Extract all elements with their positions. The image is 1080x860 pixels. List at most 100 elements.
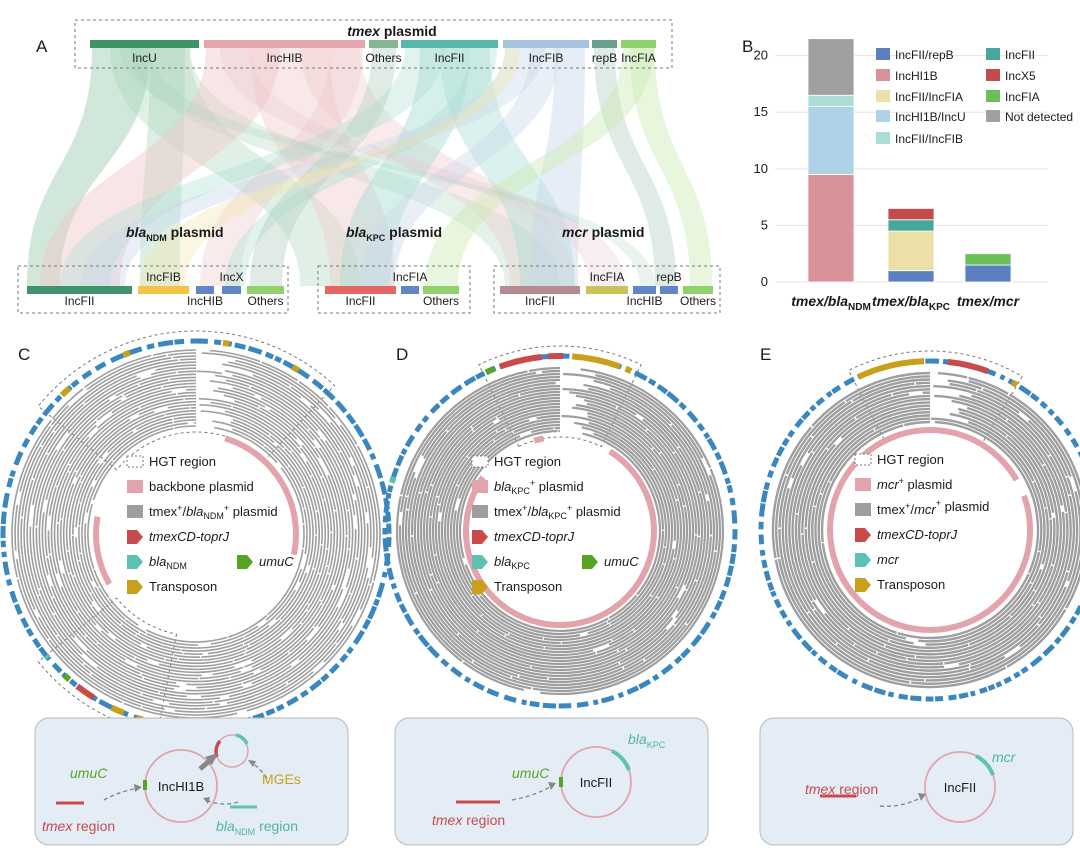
feature-gene-arc: [571, 353, 621, 370]
gray-ring-segment: [59, 519, 97, 626]
sankey-flow-ribbon: [425, 48, 654, 286]
gene-annotation-arc: [421, 414, 430, 424]
gene-annotation-arc: [860, 682, 874, 692]
gray-ring-segment: [242, 588, 344, 685]
legend-entry: mcr+ plasmid: [877, 476, 952, 492]
gray-ring-segment: [633, 448, 686, 631]
legend-swatch: [876, 48, 890, 60]
tmex-segment-label: IncHIB: [266, 51, 302, 65]
gray-ring-segment: [86, 354, 167, 391]
gene-annotation-arc: [767, 469, 775, 479]
gray-ring-segment: [774, 559, 1007, 689]
circular-plasmid-map-e: [758, 350, 1080, 702]
y-tick-label: 5: [761, 217, 768, 232]
gray-ring-segment: [20, 518, 91, 674]
gene-annotation-arc: [385, 492, 392, 499]
gray-ring-segment: [45, 399, 122, 501]
gene-annotation-arc: [393, 592, 403, 603]
gray-ring-segment: [26, 454, 48, 595]
gray-ring-segment: [1010, 568, 1043, 617]
gene-annotation-arc: [14, 603, 23, 616]
gene-annotation-arc: [2, 492, 10, 508]
plasmid-segment-bar: [401, 286, 419, 294]
sankey-flow-ribbon: [225, 48, 497, 286]
legend-italic: tmexCD-toprJ: [877, 527, 958, 542]
legend-italic: tmexCD-toprJ: [494, 529, 575, 544]
gray-ring-segment: [434, 555, 596, 660]
legend-italic: bla: [149, 554, 166, 569]
gray-ring-segment: [915, 604, 1034, 659]
gray-ring-segment: [311, 476, 327, 574]
feature-gene-arc: [624, 365, 633, 374]
backbone-ring-arc: [463, 448, 657, 628]
legend-entry: IncHI1B: [895, 69, 938, 83]
gray-ring-segment: [290, 386, 320, 410]
gray-ring-segment: [96, 386, 162, 421]
gray-ring-segment: [695, 492, 707, 581]
tmex-region-label-c: tmex region: [42, 818, 115, 834]
tmex-segment-label: IncFIA: [621, 51, 656, 65]
gray-ring-segment: [50, 464, 70, 574]
gray-ring-segment: [41, 512, 49, 576]
gene-annotation-arc: [474, 370, 486, 380]
umuc-marker-d: [559, 777, 563, 787]
legend-swatch: [986, 110, 1000, 122]
gray-ring-segment: [213, 389, 266, 408]
gene-annotation-arc: [791, 627, 803, 641]
gray-ring-segment: [215, 374, 319, 432]
gray-ring-segment: [410, 382, 556, 536]
gray-ring-segment: [201, 352, 336, 419]
hgt-region-outline: [37, 597, 178, 734]
legend-italic: mcr: [914, 502, 936, 517]
gray-ring-segment: [969, 590, 1036, 646]
gray-ring-segment: [458, 634, 620, 678]
gray-ring-segment: [401, 496, 417, 593]
sankey-flow-ribbon: [130, 48, 560, 286]
gene-annotation-arc: [542, 702, 557, 709]
gray-ring-segment: [73, 576, 165, 661]
gray-ring-segment: [75, 537, 80, 561]
tmex-region-label-e: tmex region: [805, 781, 878, 797]
gray-ring-segment: [656, 559, 676, 598]
gray-ring-segment: [313, 536, 348, 628]
gray-ring-segment: [209, 380, 309, 430]
legend-text: /: [182, 504, 186, 519]
gray-ring-segment: [400, 370, 528, 495]
gray-ring-segment: [162, 382, 197, 388]
gray-ring-segment: [115, 384, 139, 397]
plasmid-segment-bar: [683, 286, 713, 294]
gene-annotation-arc: [678, 401, 687, 411]
gray-ring-segment: [269, 409, 320, 459]
gray-ring-segment: [232, 428, 265, 447]
legend-text: plasmid: [941, 499, 989, 514]
gene-annotation-arc: [98, 699, 114, 711]
gray-ring-segment: [587, 415, 680, 559]
gray-ring-segment: [275, 572, 308, 621]
gray-ring-segment: [232, 418, 275, 444]
gray-ring-segment: [429, 416, 497, 517]
tmex-segment-bar: [592, 40, 617, 48]
gene-annotation-arc: [726, 484, 734, 494]
gray-ring-segment: [97, 643, 230, 683]
gray-ring-segment: [158, 638, 282, 671]
gene-annotation-arc: [958, 692, 969, 699]
bla-kpc-plasmid-box: [317, 265, 471, 314]
gray-ring-segment: [260, 397, 315, 441]
chart-bars: [807, 38, 1012, 283]
panel-a-label: A: [36, 37, 48, 56]
gene-annotation-arc: [699, 621, 712, 636]
gray-ring-segment: [400, 371, 537, 513]
gray-ring-segment: [421, 372, 561, 457]
gray-ring-segment: [169, 376, 197, 381]
legend-superscript: +: [177, 503, 182, 513]
bla-ndm-plasmid-box: [17, 265, 289, 314]
gray-ring-segment: [32, 403, 84, 479]
gray-ring-segment: [249, 569, 315, 646]
gene-annotation-arc: [910, 695, 922, 702]
gene-annotation-arc: [322, 387, 336, 401]
gray-ring-segment: [619, 628, 668, 664]
gray-ring-segment: [305, 460, 325, 500]
gray-ring-segment: [324, 440, 356, 516]
gray-ring-segment: [96, 666, 221, 701]
